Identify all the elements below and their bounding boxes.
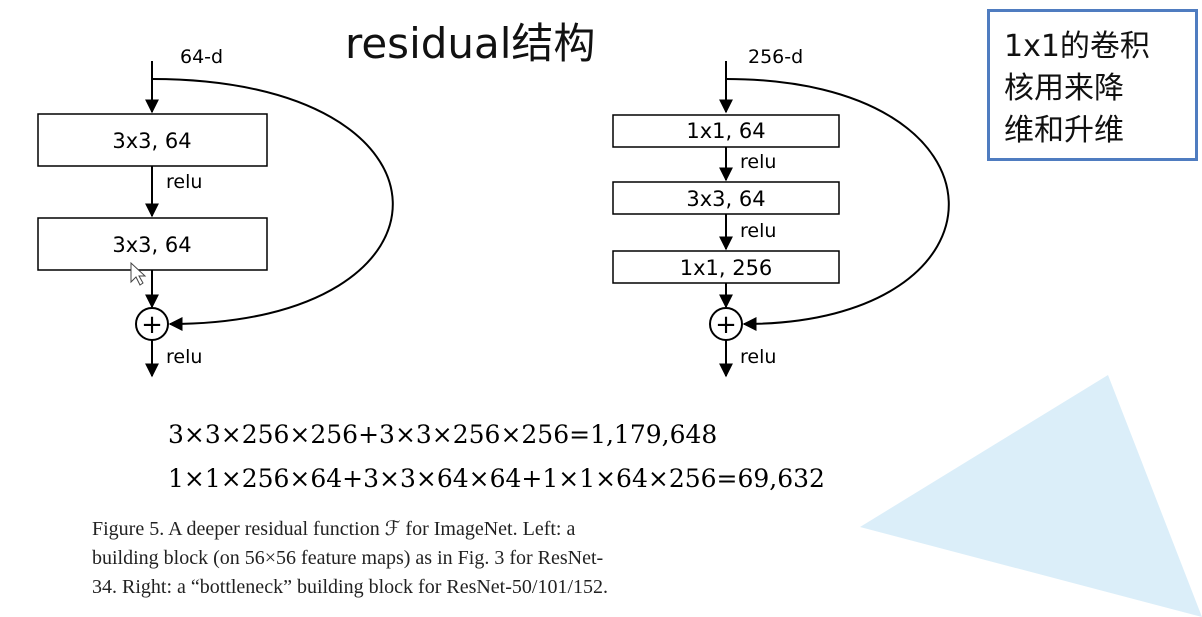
right-layer1-box: [612, 114, 840, 148]
note-box: 1x1的卷积 核用来降 维和升维: [987, 9, 1198, 161]
left-act1-label: relu: [166, 171, 202, 193]
left-act-out-label: relu: [166, 346, 202, 368]
left-shortcut-arrow: [151, 78, 394, 331]
right-act2-label: relu: [740, 220, 776, 242]
left-layer1-box: [37, 113, 268, 167]
left-layer1-label: 3x3, 64: [112, 129, 191, 153]
left-add-symbol: +: [141, 310, 163, 340]
figure-caption: Figure 5. A deeper residual function ℱ f…: [92, 515, 832, 602]
bottleneck-block-diagram: 256-d 1x1, 64 relu 3x3, 64 relu 1x1, 256…: [612, 46, 950, 378]
page-title: residual结构: [345, 19, 596, 68]
left-layer2-label: 3x3, 64: [112, 233, 191, 257]
equation-bottleneck-params: 1×1×256×64+3×3×64×64+1×1×64×256=69,632: [168, 464, 825, 493]
right-layer3-label: 1x1, 256: [680, 256, 773, 280]
right-input-label: 256-d: [748, 46, 803, 68]
left-input-label: 64-d: [180, 46, 223, 68]
note-line: 核用来降: [1004, 71, 1124, 106]
note-line: 维和升维: [1004, 113, 1124, 148]
caption-line: 34. Right: a “bottleneck” building block…: [92, 576, 609, 598]
caption-line: Figure 5. A deeper residual function ℱ f…: [92, 518, 576, 540]
note-line: 1x1的卷积: [1004, 29, 1150, 64]
caption-line: building block (on 56×56 feature maps) a…: [92, 547, 604, 569]
left-layer2-box: [37, 217, 268, 271]
right-layer1-label: 1x1, 64: [686, 119, 765, 143]
right-act-out-label: relu: [740, 346, 776, 368]
right-shortcut-arrow: [725, 78, 950, 331]
right-act1-label: relu: [740, 151, 776, 173]
right-layer2-box: [612, 181, 840, 215]
equation-basic-params: 3×3×256×256+3×3×256×256=1,179,648: [168, 420, 718, 449]
basic-block-diagram: 64-d 3x3, 64 relu 3x3, 64 + relu: [37, 46, 394, 378]
right-add-symbol: +: [715, 310, 737, 340]
right-layer3-box: [612, 250, 840, 284]
mouse-cursor-icon: [130, 261, 147, 286]
right-layer2-label: 3x3, 64: [686, 187, 765, 211]
